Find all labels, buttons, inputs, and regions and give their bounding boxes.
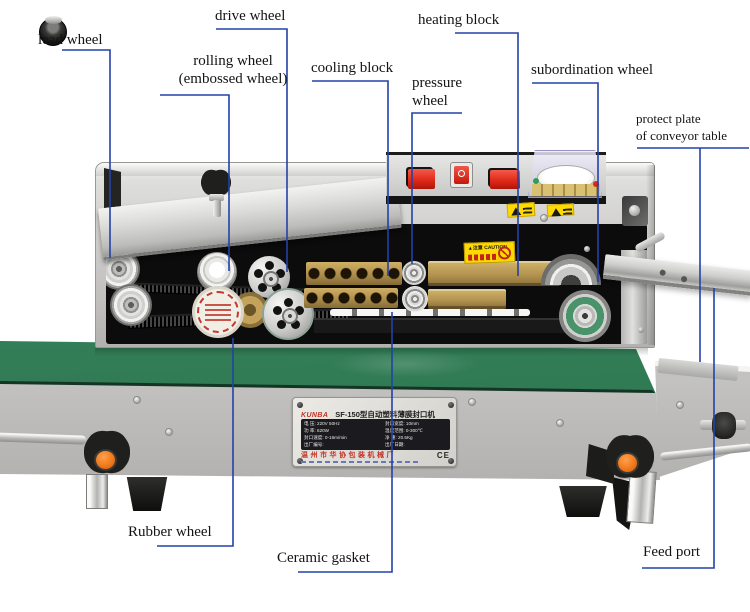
adjust-knob-left-center [94,449,117,471]
spec-cell: 温度范围: 0-300℃ [385,428,423,434]
label-rolling-wheel: rolling wheel (embossed wheel) [178,53,288,87]
factory-row: 温州市华协包装机械厂 CE [301,451,450,460]
cooling-block-top [306,262,402,285]
fine-print-line [301,461,421,463]
cover-knob-stem [213,200,221,217]
label-heating-block: heating block [418,12,500,28]
ceramic-gasket-strip [330,309,530,316]
power-switch [406,167,435,189]
label-feed-port: Feed port [643,544,701,560]
spec-cell: 电 压: 220V 50Hz [304,421,340,426]
wheel-guard [541,254,601,285]
prohibition-icon [497,246,512,260]
spec-cell: 出厂日期: [385,442,405,448]
cooling-block-bottom [304,288,398,308]
ce-mark: CE [436,451,450,460]
warning-sticker [506,202,536,218]
spec-cell: 净 重: 20.5Kg [385,435,413,441]
label-pressure-wheel: pressure wheel [412,75,462,109]
caution-red-bar [468,253,499,261]
temperature-meter-cover [528,150,602,198]
warning-sticker [546,203,575,217]
pressure-wheel-bottom [402,286,428,312]
spec-cell: 出厂编号: [304,442,324,448]
label-drive-wheel: drive wheel [215,8,286,24]
table-screw [133,396,141,404]
label-lead-wheel: lead wheel [38,32,103,48]
label-protect-plate: protect plate of conveyor table [636,111,727,143]
heater-switch [488,168,520,189]
table-knob-right [700,412,746,440]
speed-knob [39,16,67,46]
spec-cell: 封口宽度: 10mm [385,421,419,426]
cavity-screw [584,246,590,252]
spec-cell: 功 率: 620W [304,428,330,434]
meter-red-dot [593,181,599,187]
machine-foot-right [559,486,607,517]
subordination-wheel [559,290,611,342]
meter-base [532,184,600,196]
rubber-wheel [192,286,244,338]
spec-table: 电 压: 220V 50Hz 封口宽度: 10mm 功 率: 620W 温度范围… [301,419,450,450]
plate-title-row: KUNBA SF-150型自动塑料薄膜封口机 [301,404,451,419]
spec-row: 封口速度: 0-16m/min 净 重: 20.5Kg [304,435,447,441]
table-screw [676,401,684,409]
spec-row: 功 率: 620W 温度范围: 0-300℃ [304,428,447,434]
indicator-button [450,162,473,188]
meter-green-dot [533,178,539,184]
model-title: SF-150型自动塑料薄膜封口机 [335,410,435,419]
machine-foot-left [126,477,168,511]
table-screw [556,419,564,427]
table-screw [468,398,476,406]
plate-screw [448,458,454,464]
label-cooling-block: cooling block [311,60,394,76]
belt-guide-bar [314,318,566,333]
belt-highlight [330,350,480,378]
spec-row: 电 压: 220V 50Hz 封口宽度: 10mm [304,421,447,427]
chrome-bracket-left [86,474,108,509]
nameplate: KUNBA SF-150型自动塑料薄膜封口机 电 压: 220V 50Hz 封口… [292,397,457,467]
spec-row: 出厂编号: 出厂日期: [304,442,447,448]
lead-wheel-lower [110,284,152,326]
label-subordination-wheel: subordination wheel [531,62,654,78]
label-rubber-wheel: Rubber wheel [128,524,212,540]
plate-screw [448,402,454,408]
caution-sticker: ▲注意 CAUTION [463,241,516,264]
brand-logo: KUNBA [301,412,329,419]
label-ceramic-gasket: Ceramic gasket [277,550,370,566]
factory-name: 温州市华协包装机械厂 [301,452,396,459]
hinge-bracket [622,196,648,226]
pressure-wheel-top [402,261,426,285]
table-knob-grip [712,412,736,439]
spec-cell: 封口速度: 0-16m/min [304,435,347,441]
table-screw [165,428,173,436]
heating-block-bottom [428,289,506,309]
machine-right-edge [646,165,655,345]
cavity-screw [638,327,644,333]
adjust-knob-right-center [616,452,639,474]
